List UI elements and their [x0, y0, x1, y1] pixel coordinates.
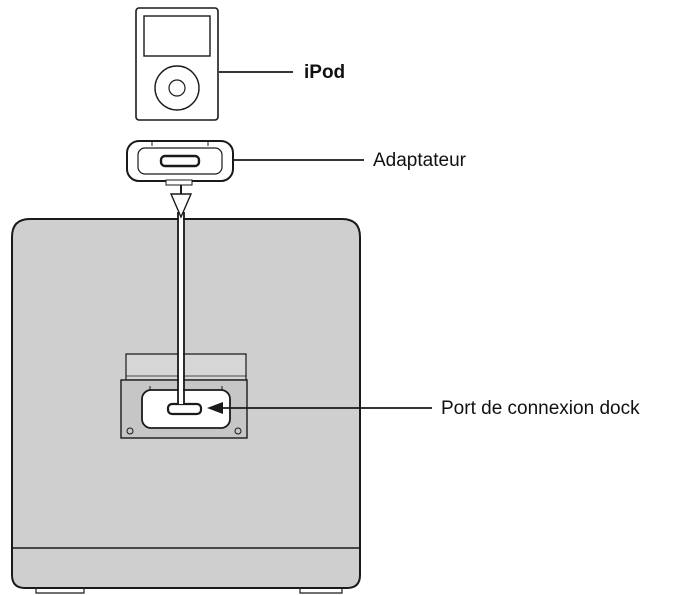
dock-plate: [120, 353, 248, 439]
adapter-connector-slot: [159, 154, 201, 168]
adapter: [126, 140, 234, 186]
adapter-bottom-tab: [165, 179, 193, 186]
ipod-center-button: [168, 79, 186, 97]
screw-left: [126, 427, 134, 435]
dock-port-leader: [207, 402, 432, 414]
screw-right: [234, 427, 242, 435]
dock-port-arrow-icon: [207, 402, 223, 414]
insertion-arrow-icon: [169, 193, 193, 219]
ipod-screen: [143, 15, 211, 57]
ipod-label: iPod: [304, 62, 346, 83]
dock-port-label: Port de connexion dock: [441, 398, 640, 419]
unit-foot-right: [299, 588, 343, 594]
adapter-label: Adaptateur: [373, 150, 466, 171]
dock-port-connector: [166, 402, 203, 416]
unit-foot-left: [35, 588, 85, 594]
ipod-device: [135, 7, 219, 121]
